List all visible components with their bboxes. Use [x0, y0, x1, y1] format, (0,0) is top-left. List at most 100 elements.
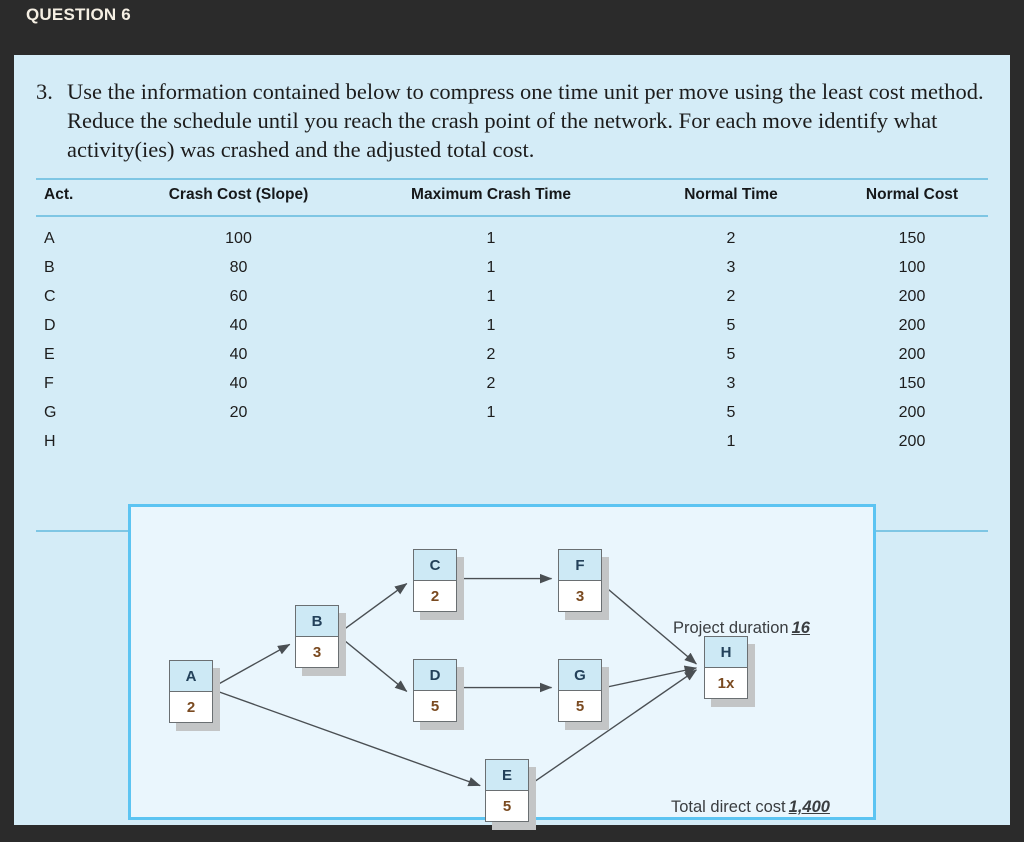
network-node-g[interactable]: G 5	[558, 659, 609, 730]
cell-max-crash: 2	[486, 375, 496, 392]
cell-normal-time: 5	[726, 404, 736, 421]
cell-crash-cost: 100	[225, 230, 252, 247]
question-text: Use the information contained below to c…	[67, 79, 984, 162]
cell-normal-cost: 200	[898, 317, 926, 334]
cell-crash-cost: 80	[229, 259, 248, 276]
edge-a-b	[212, 643, 291, 689]
node-box: F 3	[558, 549, 602, 612]
question-prompt: 3. Use the information contained below t…	[36, 77, 996, 164]
node-label: C	[414, 550, 456, 581]
network-node-c[interactable]: C 2	[413, 549, 464, 620]
cell-normal-cost: 200	[898, 346, 926, 363]
node-duration: 3	[559, 581, 601, 611]
network-node-b[interactable]: B 3	[295, 605, 346, 676]
edge-a-e	[212, 688, 481, 787]
cell-normal-cost: 200	[898, 288, 926, 305]
node-box: E 5	[485, 759, 529, 822]
cell-normal-time: 3	[726, 259, 736, 276]
cell-max-crash: 1	[486, 288, 496, 305]
node-label: G	[559, 660, 601, 691]
node-duration: 3	[296, 637, 338, 667]
network-node-a[interactable]: A 2	[169, 660, 220, 731]
node-box: B 3	[295, 605, 339, 668]
node-box: A 2	[169, 660, 213, 723]
column-header-crash-cost: Crash Cost (Slope)	[168, 186, 309, 203]
node-duration: 2	[414, 581, 456, 611]
question-card: 3. Use the information contained below t…	[14, 55, 1010, 830]
table-rule-top	[36, 178, 988, 180]
cell-normal-time: 1	[726, 433, 736, 450]
cell-normal-cost: 100	[898, 259, 926, 276]
node-box: D 5	[413, 659, 457, 722]
column-header-normal-time: Normal Time	[684, 186, 778, 203]
edge-b-c	[337, 582, 408, 635]
column-header-normal-cost: Normal Cost	[865, 186, 959, 203]
table-row: H 1 200	[36, 433, 988, 463]
network-node-f[interactable]: F 3	[558, 549, 609, 620]
project-duration-value: 16	[791, 619, 810, 637]
edge-b-d	[337, 634, 408, 692]
cell-max-crash: 2	[486, 346, 496, 363]
cell-act: G	[44, 404, 57, 421]
node-label: D	[414, 660, 456, 691]
cell-normal-cost: 150	[898, 230, 926, 247]
node-duration: 5	[559, 691, 601, 721]
table-row: E 40 2 5 200	[36, 346, 988, 376]
network-node-d[interactable]: D 5	[413, 659, 464, 730]
node-label: F	[559, 550, 601, 581]
cell-act: F	[44, 375, 54, 392]
edge-f-h	[599, 582, 697, 665]
cell-normal-time: 5	[726, 317, 736, 334]
cell-normal-cost: 200	[898, 404, 926, 421]
cell-crash-cost: 20	[229, 404, 248, 421]
node-label: H	[705, 637, 747, 668]
edge-g-h	[600, 665, 698, 690]
cell-crash-cost: 40	[229, 346, 248, 363]
node-box: C 2	[413, 549, 457, 612]
cell-normal-time: 5	[726, 346, 736, 363]
network-diagram-panel: A 2 B 3 C 2 D	[128, 504, 876, 830]
cell-act: D	[44, 317, 56, 334]
table-row: B 80 1 3 100	[36, 259, 988, 289]
node-label: E	[486, 760, 528, 791]
table-row: C 60 1 2 200	[36, 288, 988, 318]
node-box: G 5	[558, 659, 602, 722]
total-direct-cost-label: Total direct cost	[671, 798, 786, 816]
table-rule-header	[36, 215, 988, 217]
node-label: B	[296, 606, 338, 637]
cell-normal-cost: 150	[898, 375, 926, 392]
node-duration: 5	[486, 791, 528, 821]
cell-crash-cost: 60	[229, 288, 248, 305]
table-row: G 20 1 5 200	[36, 404, 988, 434]
table-header-row: Act. Crash Cost (Slope) Maximum Crash Ti…	[36, 186, 988, 216]
cell-normal-time: 2	[726, 288, 736, 305]
cell-act: A	[44, 230, 55, 247]
cell-max-crash: 1	[486, 230, 496, 247]
column-header-act: Act.	[44, 186, 74, 203]
cell-crash-cost: 40	[229, 375, 248, 392]
node-duration: 1x	[705, 668, 747, 698]
column-header-max-crash: Maximum Crash Time	[411, 186, 571, 203]
cell-act: H	[44, 433, 56, 450]
network-node-e[interactable]: E 5	[485, 759, 536, 830]
edge-e-h	[528, 669, 697, 787]
cell-normal-cost: 200	[898, 433, 926, 450]
project-duration-label: Project duration	[673, 619, 789, 637]
cell-normal-time: 2	[726, 230, 736, 247]
cell-act: B	[44, 259, 55, 276]
cell-max-crash: 1	[486, 404, 496, 421]
table-row: D 40 1 5 200	[36, 317, 988, 347]
cell-normal-time: 3	[726, 375, 736, 392]
node-duration: 2	[170, 692, 212, 722]
node-label: A	[170, 661, 212, 692]
network-node-h[interactable]: H 1x	[704, 636, 755, 707]
node-duration: 5	[414, 691, 456, 721]
table-row: A 100 1 2 150	[36, 230, 988, 260]
cell-max-crash: 1	[486, 259, 496, 276]
cell-act: C	[44, 288, 56, 305]
node-box: H 1x	[704, 636, 748, 699]
question-header: QUESTION 6	[26, 5, 131, 24]
network-edges	[212, 573, 698, 787]
